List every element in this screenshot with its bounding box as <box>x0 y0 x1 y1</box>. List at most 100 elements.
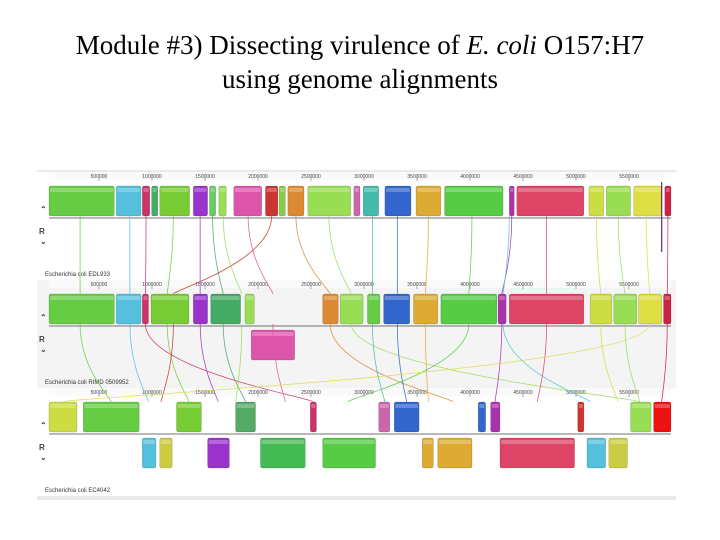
lcb-highlight <box>236 404 255 408</box>
lcb-block[interactable] <box>159 437 173 469</box>
lcb-block[interactable] <box>653 401 672 433</box>
lcb-highlight <box>500 440 574 444</box>
ruler-tick-label: 4500000 <box>513 390 533 396</box>
ruler-tick-label: 3000000 <box>354 390 374 396</box>
lcb-block[interactable] <box>244 293 255 325</box>
lcb-block[interactable] <box>353 185 361 217</box>
lcb-block[interactable] <box>437 437 473 469</box>
lcb-block[interactable] <box>367 293 381 325</box>
lcb-highlight <box>117 188 141 192</box>
lcb-block[interactable] <box>322 437 376 469</box>
lcb-highlight <box>50 296 114 300</box>
lcb-block[interactable] <box>378 401 391 433</box>
ruler-tick-label: 4500000 <box>513 282 533 288</box>
lcb-block[interactable] <box>630 401 652 433</box>
lcb-connector <box>79 323 112 403</box>
lcb-highlight <box>280 188 285 192</box>
lcb-block[interactable] <box>384 185 412 217</box>
ruler-tick-label: 5000000 <box>566 174 586 180</box>
lcb-highlight <box>445 188 503 192</box>
lcb-connector <box>396 323 408 403</box>
ruler-tick-label: 5000000 <box>566 282 586 288</box>
lcb-connector <box>666 215 669 295</box>
lcb-block[interactable] <box>516 185 585 217</box>
lcb-connector <box>347 323 470 403</box>
lcb-connector <box>160 323 174 403</box>
lcb-highlight <box>364 188 378 192</box>
lcb-highlight <box>491 404 499 408</box>
expand-arrow-icon[interactable]: ⌄ <box>40 345 47 354</box>
lcb-highlight <box>510 296 583 300</box>
lcb-connector <box>502 323 591 403</box>
lcb-highlight <box>614 296 636 300</box>
lcb-block[interactable] <box>48 401 78 433</box>
lcb-block[interactable] <box>115 293 142 325</box>
lcb-block[interactable] <box>260 437 306 469</box>
lcb-highlight <box>395 404 419 408</box>
lcb-highlight <box>261 440 305 444</box>
lcb-connector <box>272 323 286 403</box>
lcb-block[interactable] <box>499 437 575 469</box>
title-prefix: Module #3) Dissecting virulence of <box>75 30 467 60</box>
lcb-block[interactable] <box>142 437 157 469</box>
lcb-connector <box>199 323 219 403</box>
lcb-highlight <box>654 404 670 408</box>
lcb-highlight <box>384 296 409 300</box>
lcb-block[interactable] <box>577 401 585 433</box>
slide-title: Module #3) Dissecting virulence of E. co… <box>0 28 720 96</box>
lcb-block[interactable] <box>48 293 115 325</box>
lcb-block[interactable] <box>586 437 606 469</box>
ruler-tick-label: 3500000 <box>407 174 427 180</box>
lcb-highlight <box>245 296 254 300</box>
expand-arrow-icon[interactable]: ⌄ <box>40 237 47 246</box>
lcb-highlight <box>288 188 304 192</box>
lcb-highlight <box>664 296 670 300</box>
ruler-tick-label: 4000000 <box>460 282 480 288</box>
lcb-connector <box>166 323 190 403</box>
lcb-connector <box>61 323 651 403</box>
lcb-block[interactable] <box>278 185 286 217</box>
ruler-tick-label: 5000000 <box>566 390 586 396</box>
lcb-highlight <box>441 296 496 300</box>
ruler-tick-label: 4000000 <box>460 390 480 396</box>
lcb-highlight <box>143 188 149 192</box>
reference-button[interactable]: R <box>39 443 45 452</box>
lcb-highlight <box>308 188 350 192</box>
lcb-highlight <box>311 404 316 408</box>
lcb-highlight <box>609 440 627 444</box>
lcb-highlight <box>210 188 215 192</box>
lcb-block[interactable] <box>159 185 190 217</box>
ruler-tick-label: 1000000 <box>142 174 162 180</box>
title-line-2: using genome alignments <box>222 64 498 94</box>
lcb-block[interactable] <box>210 293 241 325</box>
lcb-block[interactable] <box>115 185 142 217</box>
lcb-highlight <box>143 296 148 300</box>
lcb-block[interactable] <box>150 293 190 325</box>
collapse-arrow-icon[interactable]: ⌃ <box>40 313 47 322</box>
lcb-block[interactable] <box>48 185 115 217</box>
ruler-tick-label: 2000000 <box>248 390 268 396</box>
lcb-block[interactable] <box>477 401 486 433</box>
ruler-tick-label: 1500000 <box>195 390 215 396</box>
lcb-highlight <box>510 188 514 192</box>
lcb-connector <box>501 215 513 295</box>
lcb-block[interactable] <box>383 293 411 325</box>
lcb-connector <box>600 323 619 403</box>
collapse-arrow-icon[interactable]: ⌃ <box>40 421 47 430</box>
lcb-highlight <box>152 296 188 300</box>
title-line-1: Module #3) Dissecting virulence of E. co… <box>0 28 720 62</box>
lcb-block[interactable] <box>421 437 434 469</box>
lcb-block[interactable] <box>444 185 504 217</box>
lcb-highlight <box>631 404 651 408</box>
lcb-block[interactable] <box>608 437 628 469</box>
reference-button[interactable]: R <box>39 335 45 344</box>
lcb-block[interactable] <box>151 185 159 217</box>
lcb-connector <box>129 323 149 403</box>
reference-button[interactable]: R <box>39 227 45 236</box>
expand-arrow-icon[interactable]: ⌄ <box>40 453 47 462</box>
collapse-arrow-icon[interactable]: ⌃ <box>40 205 47 214</box>
lcb-block[interactable] <box>362 185 379 217</box>
lcb-block[interactable] <box>207 437 230 469</box>
lcb-block[interactable] <box>218 185 227 217</box>
